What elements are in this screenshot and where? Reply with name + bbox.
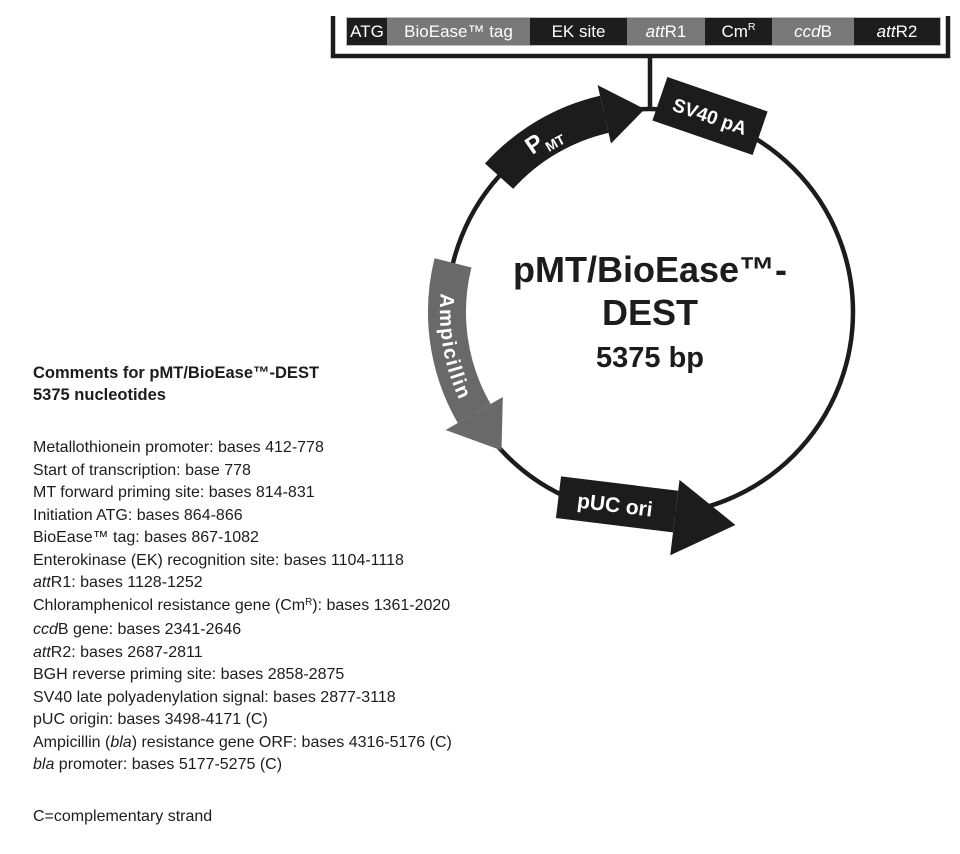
cassette-bracket (330, 16, 951, 59)
pmt-arrow-band (484, 95, 609, 190)
feature-line: BGH reverse priming site: bases 2858-287… (33, 666, 345, 683)
feature-line: Start of transcription: base 778 (33, 461, 251, 479)
pmt-arrowhead (597, 85, 645, 144)
feature-line: bla promoter: bases 5177-5275 (C) (33, 756, 283, 773)
cassette-segment: BioEase™ tag (387, 18, 530, 45)
comments-block: Comments for pMT/BioEase™-DEST 5375 nucl… (33, 363, 452, 826)
feature-line: attR2: bases 2687-2811 (33, 643, 203, 661)
cassette-segment: ATG (347, 18, 387, 45)
plasmid-title: pMT/BioEase™- DEST 5375 bp (472, 248, 828, 378)
plasmid-name-line1: pMT/BioEase™- (512, 249, 788, 290)
feature-line: attR1: bases 1128-1252 (33, 574, 203, 591)
puc-ori-box (555, 476, 679, 533)
ampicillin-arrow-band (428, 258, 491, 423)
feature-line: pUC origin: bases 3498-4171 (C) (33, 711, 268, 728)
plasmid-size: 5375 bp (596, 342, 704, 374)
feature-line: Ampicillin (bla) resistance gene ORF: ba… (33, 733, 452, 751)
cassette-segment: EK site (530, 18, 627, 45)
sv40-pa-box (652, 76, 768, 156)
complementary-strand-note: C=complementary strand (33, 807, 213, 825)
feature-line: Enterokinase (EK) recognition site: base… (33, 551, 404, 569)
plasmid-name-line2: DEST (601, 292, 698, 333)
feature-line: BioEase™ tag: bases 867-1082 (33, 529, 259, 546)
puc-ori-arrowhead (670, 479, 736, 556)
feature-line: ccdB gene: bases 2341-2646 (33, 621, 242, 638)
feature-line: Metallothionein promoter: bases 412-778 (33, 439, 324, 456)
feature-line: SV40 late polyadenylation signal: bases … (33, 688, 396, 706)
feature-line: MT forward priming site: bases 814-831 (33, 484, 315, 501)
comments-title: Comments for pMT/BioEase™-DEST (33, 364, 320, 382)
feature-line: Initiation ATG: bases 864-866 (33, 506, 243, 524)
comments-subtitle: 5375 nucleotides (33, 385, 166, 404)
feature-line: Chloramphenicol resistance gene (CmR): b… (33, 596, 451, 614)
ampicillin-arrowhead (445, 397, 503, 451)
